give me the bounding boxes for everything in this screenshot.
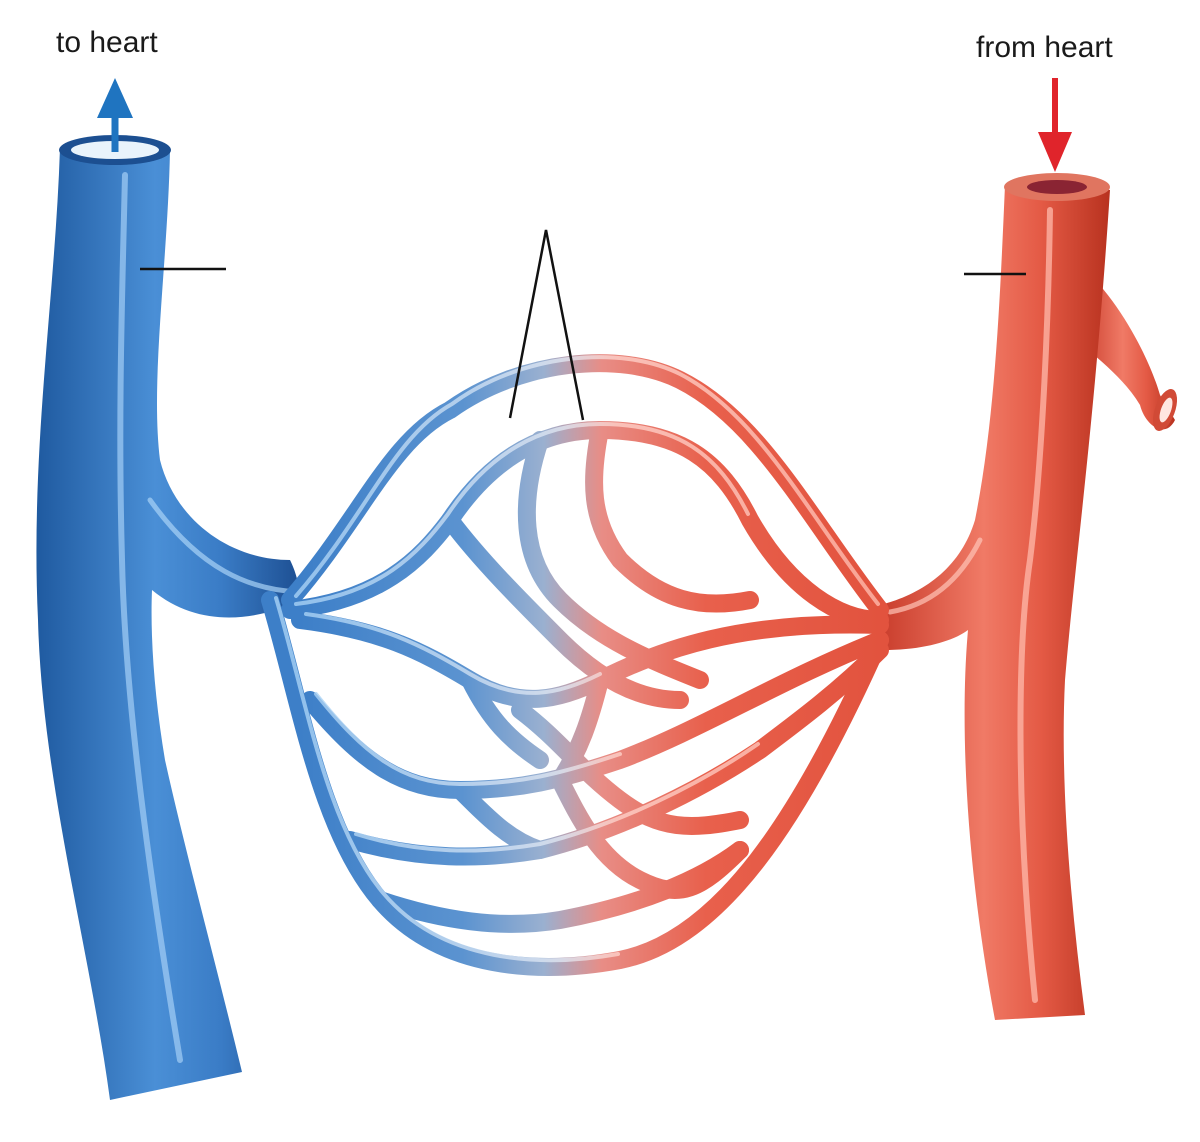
from-heart-arrow xyxy=(1038,78,1072,172)
capillary-cross-3 xyxy=(594,430,750,604)
capillary-leader-line xyxy=(510,230,583,420)
artery-lumen xyxy=(1027,180,1087,194)
capillary-bed xyxy=(270,357,880,967)
vein xyxy=(36,135,300,1100)
capillary-mid-1 xyxy=(290,430,880,620)
capillary-cross-7 xyxy=(560,780,740,890)
vein-body xyxy=(36,148,300,1100)
leader-lines xyxy=(140,230,1026,420)
capillary-cross-6 xyxy=(460,790,540,850)
artery xyxy=(880,173,1182,1020)
